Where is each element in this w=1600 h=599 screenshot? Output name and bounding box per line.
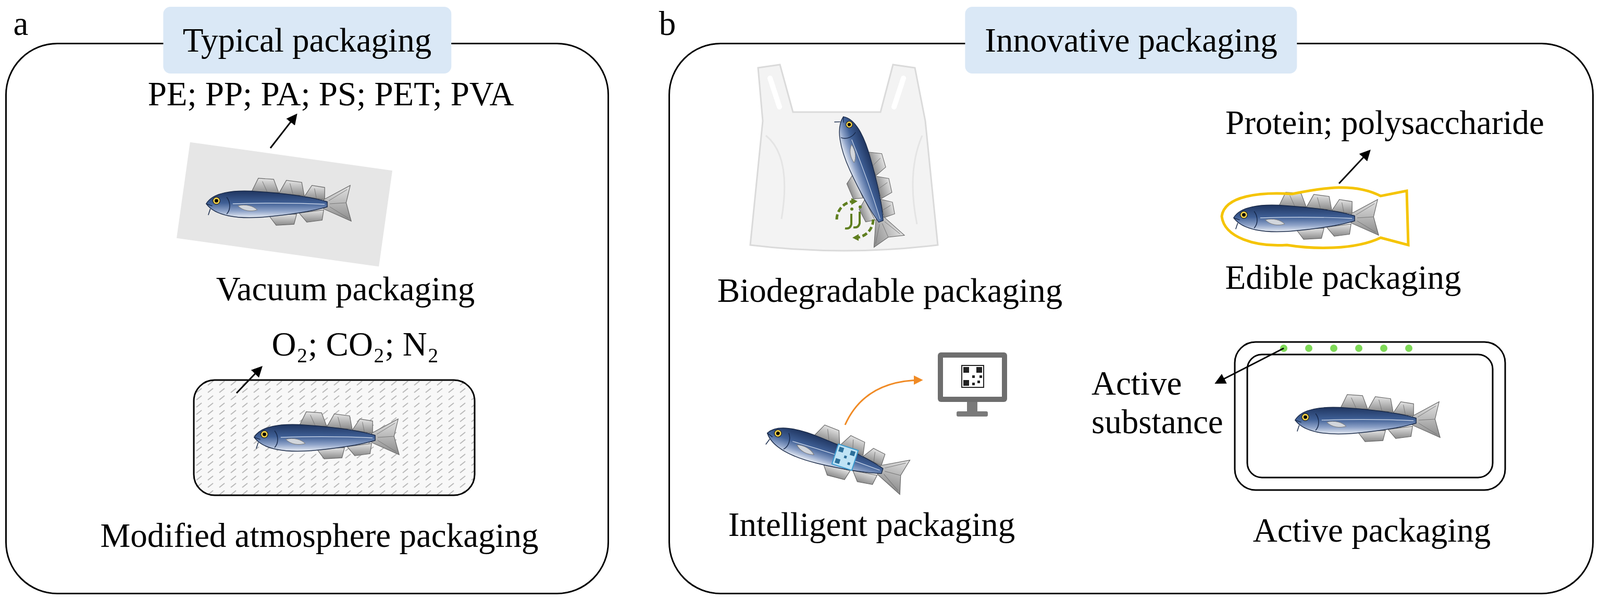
packaging-type: Modified atmosphere packaging: [32, 381, 606, 555]
vacuum-film: [176, 142, 393, 267]
atmosphere-tray: [193, 379, 475, 495]
monitor-icon: [937, 352, 1008, 417]
packaging-type: Intelligent packaging: [694, 345, 1049, 544]
panel-title: Typical packaging: [163, 6, 452, 74]
panel-letter: b: [646, 4, 689, 43]
packaging-caption: Edible packaging: [1199, 257, 1487, 297]
packaging-type: Edible packaging: [1199, 183, 1487, 297]
tagged-fish: [760, 379, 922, 499]
active-tray: [1234, 341, 1506, 490]
packaging-caption: Modified atmosphere packaging: [32, 515, 606, 555]
edible-coating: [1221, 187, 1409, 248]
plastic-bag: [750, 64, 938, 251]
packaging-type: Active packaging: [1236, 343, 1508, 550]
packaging-type: Biodegradable packaging: [691, 58, 1088, 310]
packaging-caption: Intelligent packaging: [694, 504, 1049, 544]
callout-text: Active substance: [1091, 363, 1233, 441]
packaging-caption: Active packaging: [1236, 510, 1508, 550]
packaging-type: Vacuum packaging: [178, 147, 513, 309]
gas-list: O₂; CO₂; N₂: [225, 324, 486, 364]
panel-title: Innovative packaging: [964, 6, 1297, 74]
panel-letter: a: [0, 4, 42, 43]
panel-frame: Typical packagingVacuum packagingModifie…: [5, 42, 610, 594]
material-list: Protein; polysaccharide: [1176, 103, 1594, 142]
material-list: PE; PP; PA; PS; PET; PVA: [96, 74, 566, 114]
packaging-caption: Biodegradable packaging: [691, 270, 1088, 310]
packaging-caption: Vacuum packaging: [178, 269, 513, 309]
